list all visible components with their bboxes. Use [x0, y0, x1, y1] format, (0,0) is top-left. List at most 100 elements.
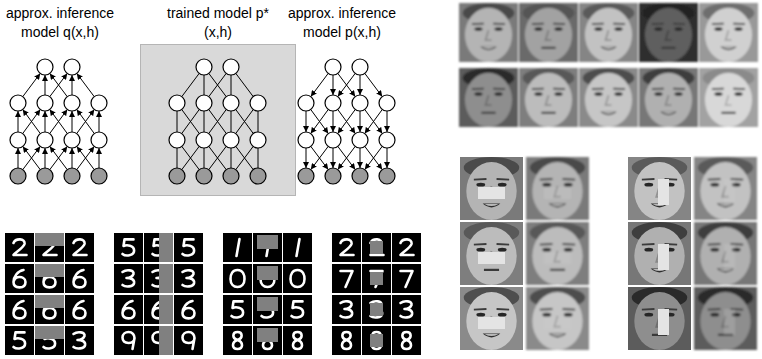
face-background — [459, 3, 518, 62]
occlusion-patch — [658, 244, 669, 270]
graph-link — [338, 73, 355, 96]
face-brow — [733, 88, 745, 90]
face-mouth — [720, 47, 737, 51]
graph-link — [338, 109, 356, 133]
filled-region — [724, 179, 735, 205]
face-mouth — [481, 112, 495, 114]
graph-link — [209, 109, 227, 133]
digit-cell — [174, 295, 203, 324]
hidden-unit — [196, 59, 212, 75]
digit-cell — [332, 326, 361, 355]
face-brow — [472, 23, 484, 25]
face-skin — [700, 227, 750, 285]
face-image — [459, 68, 518, 127]
digit-cell — [35, 326, 64, 355]
face-skin — [634, 227, 684, 285]
occlusion-patch — [478, 187, 505, 199]
face-reconstruction — [526, 222, 589, 285]
face-brow — [532, 88, 544, 90]
hidden-unit — [325, 132, 341, 148]
face-brow — [652, 23, 664, 25]
face-brow — [563, 308, 576, 311]
occlusion-patch — [159, 326, 173, 355]
face-skin — [525, 73, 572, 127]
face-mouth — [549, 204, 567, 208]
digit-stroke — [74, 301, 86, 318]
face-image — [639, 3, 698, 62]
digit-cell — [392, 295, 421, 324]
digit-cell — [392, 326, 421, 355]
face-eye — [674, 92, 682, 96]
graph-link — [50, 73, 67, 96]
digit-cell — [5, 233, 34, 262]
face-inpainting-pairs — [460, 157, 589, 350]
occlusion-patch — [478, 317, 505, 329]
face-nose — [486, 30, 492, 40]
face-eye — [674, 27, 682, 31]
digit-cell — [223, 233, 252, 262]
hidden-unit — [352, 132, 368, 148]
digit-cell — [332, 295, 361, 324]
face-mouth — [480, 47, 497, 51]
hidden-unit — [91, 95, 107, 111]
face-image — [526, 287, 589, 350]
digit-cell — [5, 326, 34, 355]
face-image — [699, 3, 758, 62]
face-mouth — [550, 269, 565, 271]
graph-link — [306, 148, 307, 168]
graph-link — [182, 109, 200, 133]
face-eye — [594, 27, 602, 31]
digit-cell — [35, 264, 64, 293]
graph-link — [360, 148, 361, 168]
model-label: approx. inference model q(x,h) — [0, 4, 123, 42]
face-background — [694, 222, 757, 285]
face-brow — [493, 23, 505, 25]
digit-stroke — [293, 332, 302, 349]
filled-region — [544, 317, 571, 329]
graph-link — [338, 146, 355, 169]
graph-link — [360, 75, 361, 95]
graph-link — [45, 148, 46, 168]
face-eye — [564, 248, 573, 252]
graph-link — [23, 146, 40, 169]
face-image — [694, 287, 757, 350]
hidden-unit — [250, 95, 266, 111]
face-background — [519, 68, 578, 127]
face-nose — [726, 95, 732, 105]
occlusion-patch — [370, 241, 383, 254]
face-mouth — [549, 334, 567, 338]
face-background — [579, 3, 638, 62]
graph-link — [204, 111, 205, 132]
digit-stroke — [183, 332, 195, 349]
digit-cell — [283, 295, 312, 324]
digit-stroke — [341, 301, 353, 317]
graph-link — [72, 75, 73, 95]
digit-cell — [362, 295, 391, 324]
graph-link — [360, 111, 361, 132]
graph-link — [177, 111, 178, 132]
face-eye — [554, 27, 562, 31]
digit-stroke — [183, 270, 195, 286]
face-background — [526, 157, 589, 220]
digit-cell — [253, 326, 282, 355]
visible-unit — [325, 168, 341, 184]
face-background — [639, 68, 698, 127]
face-skin — [532, 162, 582, 220]
digit-stroke — [183, 239, 195, 255]
digit-stroke — [341, 239, 354, 255]
face-teeth — [662, 112, 675, 113]
filled-region — [724, 244, 735, 270]
graph-link — [182, 146, 199, 169]
face-eye — [654, 27, 662, 31]
digit-stroke — [231, 270, 245, 287]
digit-cell — [253, 295, 282, 324]
face-nose — [606, 30, 612, 40]
graph-link — [365, 73, 382, 96]
graph-link — [50, 146, 67, 169]
face-eye — [644, 313, 653, 317]
face-brow — [613, 23, 625, 25]
graph-link — [182, 146, 199, 169]
face-image — [639, 68, 698, 127]
face-mouth — [600, 112, 617, 116]
